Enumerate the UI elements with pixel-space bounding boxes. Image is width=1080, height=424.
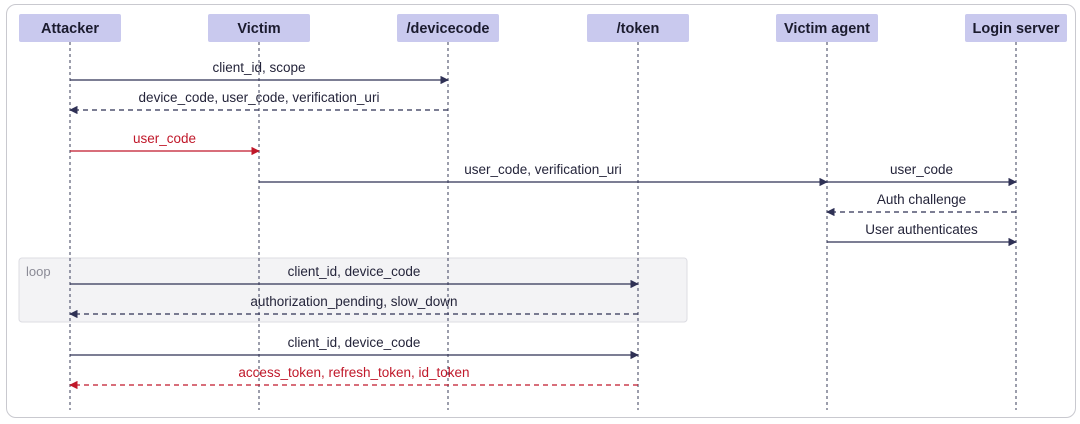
message-7-label: User authenticates <box>865 222 978 237</box>
participant-victim-agent-box <box>776 14 878 42</box>
participant-attacker-box <box>19 14 121 42</box>
participant-login-server-label: Login server <box>972 21 1059 37</box>
message-5-label: user_code <box>890 162 953 177</box>
participant-victim-label: Victim <box>237 21 280 37</box>
participant-attacker-label: Attacker <box>41 21 99 37</box>
message-10-label: client_id, device_code <box>288 335 421 350</box>
participant-token-box <box>587 14 689 42</box>
diagram-frame <box>6 4 1076 418</box>
message-8-label: client_id, device_code <box>288 264 421 279</box>
message-3-label: user_code <box>133 131 196 146</box>
participant-login-server-box <box>965 14 1067 42</box>
participant-victim-box <box>208 14 310 42</box>
loop-label: loop <box>26 264 51 279</box>
message-4-label: user_code, verification_uri <box>464 162 622 177</box>
participant-token-label: /token <box>617 21 660 37</box>
message-6-label: Auth challenge <box>877 192 966 207</box>
message-11-label: access_token, refresh_token, id_token <box>238 365 469 380</box>
participant-victim-agent-label: Victim agent <box>784 21 870 37</box>
message-9-label: authorization_pending, slow_down <box>250 294 457 309</box>
participant-devicecode-label: /devicecode <box>406 21 489 37</box>
loop-fragment <box>18 257 688 323</box>
message-2-label: device_code, user_code, verification_uri <box>139 90 380 105</box>
message-1-label: client_id, scope <box>212 60 305 75</box>
participant-devicecode-box <box>397 14 499 42</box>
